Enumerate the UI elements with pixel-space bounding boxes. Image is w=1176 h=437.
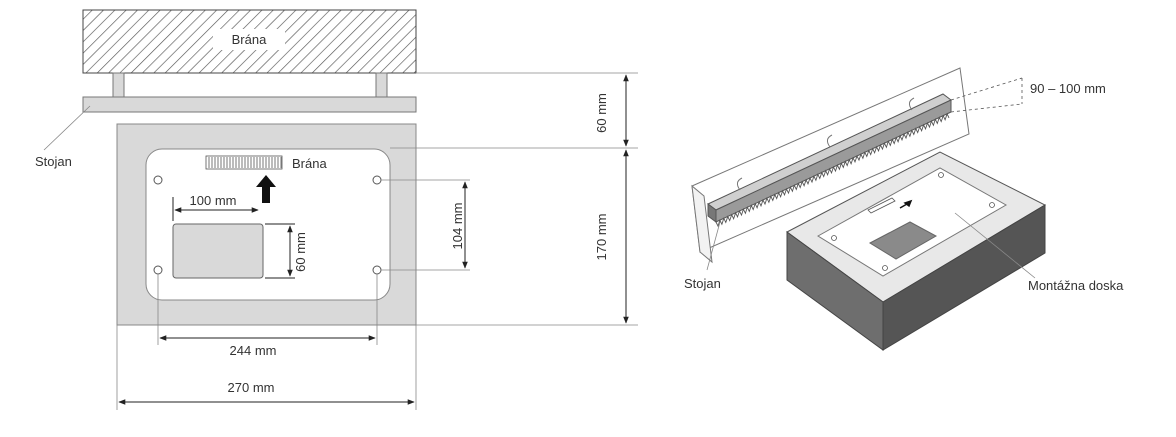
isometric-view: 90 – 100 mm Stojan Montážna doska xyxy=(684,67,1124,351)
post-leader xyxy=(43,105,91,151)
dim-90-100-label: 90 – 100 mm xyxy=(1030,81,1106,96)
iso-rack-teeth xyxy=(715,112,950,228)
plate-gate-label: Brána xyxy=(292,156,327,171)
hole-top-right xyxy=(372,175,382,185)
iso-plate-cutout xyxy=(868,221,938,260)
dim-100-label: 100 mm xyxy=(190,193,237,208)
dim-170-label: 170 mm xyxy=(594,214,609,261)
dim-60-vertical-label: 60 mm xyxy=(594,93,609,133)
iso-post-label: Stojan xyxy=(684,276,721,291)
iso-rack-icon xyxy=(867,197,896,214)
direction-arrow-icon xyxy=(256,175,276,203)
dim-60-small-label: 60 mm xyxy=(293,232,308,272)
iso-mounting-plate xyxy=(817,167,1008,277)
rack-bar xyxy=(82,96,417,113)
hole-top-left xyxy=(153,175,163,185)
gate-panel-side xyxy=(691,184,713,264)
gate-leg-left xyxy=(112,72,125,98)
front-view: Brána Stojan Brána 100 mm xyxy=(35,9,638,410)
iso-plate-leader xyxy=(954,212,1036,279)
post-label: Stojan xyxy=(35,154,72,169)
iso-post-leader xyxy=(706,221,721,271)
gate-leg-right xyxy=(375,72,388,98)
gate-label: Brána xyxy=(232,32,267,47)
rack-icon xyxy=(205,155,283,170)
dim-270-label: 270 mm xyxy=(228,380,275,395)
dim-244-label: 244 mm xyxy=(230,343,277,358)
iso-plate-label: Montážna doska xyxy=(1028,278,1124,293)
dim-104-label: 104 mm xyxy=(450,203,465,250)
iso-arrow-icon xyxy=(899,199,913,209)
plate-cutout xyxy=(172,223,264,279)
hole-bottom-right xyxy=(372,265,382,275)
hole-bottom-left xyxy=(153,265,163,275)
plate-block-right xyxy=(882,204,1046,351)
